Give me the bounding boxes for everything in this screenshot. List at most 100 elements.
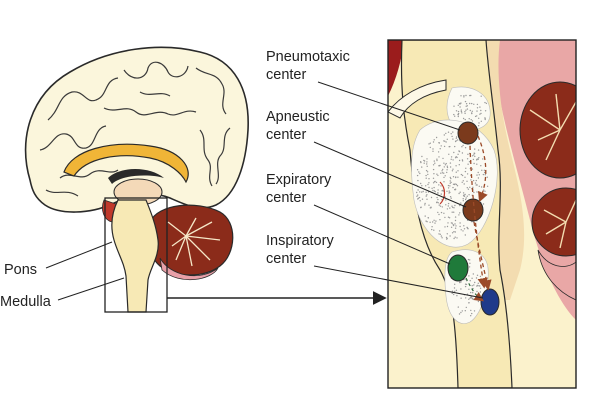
stipple-dot — [477, 177, 480, 179]
stipple-dot — [447, 205, 449, 207]
stipple-dot — [434, 162, 436, 164]
stipple-dot — [473, 152, 475, 154]
stipple-dot — [465, 103, 468, 105]
stipple-dot — [441, 206, 443, 208]
stipple-dot — [444, 164, 447, 166]
stipple-dot — [451, 292, 453, 295]
stipple-dot — [434, 191, 436, 193]
stipple-dot — [467, 258, 470, 261]
stipple-dot — [461, 181, 463, 183]
stipple-dot — [425, 191, 427, 193]
stipple-dot — [474, 155, 476, 158]
stipple-dot — [444, 140, 446, 142]
stipple-dot — [425, 195, 427, 197]
medulla-leader — [57, 277, 125, 301]
stipple-dot — [461, 310, 463, 312]
stipple-dot — [454, 231, 456, 233]
stipple-dot — [480, 109, 482, 112]
stipple-dot — [451, 211, 453, 213]
stipple-dot — [476, 103, 479, 106]
stipple-dot — [484, 190, 486, 192]
stipple-dot — [432, 164, 435, 166]
svg-text:center: center — [266, 190, 306, 206]
stipple-dot — [471, 120, 474, 122]
stipple-dot — [438, 184, 440, 186]
stipple-dot — [426, 158, 428, 160]
stipple-dot — [424, 215, 426, 217]
stipple-dot — [473, 191, 475, 194]
stipple-dot — [483, 169, 486, 171]
stipple-dot — [426, 165, 428, 167]
stipple-dot — [439, 205, 442, 207]
stipple-dot — [440, 211, 443, 214]
stipple-dot — [454, 145, 456, 148]
apneustic-center — [462, 198, 484, 222]
stipple-dot — [443, 134, 445, 136]
stipple-dot — [441, 172, 444, 174]
stipple-dot — [446, 190, 448, 192]
stipple-dot — [419, 200, 421, 202]
stipple-dot — [445, 141, 447, 143]
stipple-dot — [447, 202, 450, 205]
stipple-dot — [460, 311, 462, 314]
stipple-dot — [425, 174, 427, 177]
stipple-dot — [458, 214, 460, 216]
stipple-dot — [472, 179, 475, 182]
stipple-dot — [484, 117, 486, 120]
stipple-dot — [433, 139, 435, 141]
stipple-dot — [479, 287, 482, 289]
stipple-dot — [419, 191, 421, 193]
stipple-dot — [437, 198, 439, 201]
stipple-dot — [420, 206, 422, 209]
stipple-dot — [441, 170, 443, 172]
stipple-dot — [469, 186, 471, 188]
stipple-dot — [446, 171, 448, 174]
stipple-dot — [450, 158, 452, 160]
stipple-dot — [469, 262, 471, 264]
stipple-dot — [477, 299, 480, 301]
stipple-dot — [444, 226, 446, 228]
stipple-dot — [477, 171, 479, 174]
stipple-dot — [452, 159, 454, 161]
stipple-dot — [446, 138, 448, 140]
stipple-dot — [425, 177, 427, 179]
stipple-dot — [466, 105, 468, 107]
stipple-dot — [454, 236, 456, 238]
stipple-dot — [466, 226, 468, 229]
stipple-dot — [440, 193, 442, 195]
stipple-dot — [447, 184, 450, 187]
stipple-dot — [432, 150, 434, 152]
stipple-dot — [429, 146, 431, 149]
stipple-dot — [475, 179, 477, 182]
stipple-dot — [460, 229, 462, 231]
stipple-dot — [439, 219, 441, 221]
stipple-dot — [416, 195, 418, 197]
stipple-dot — [457, 176, 459, 178]
stipple-dot — [421, 185, 423, 187]
stipple-dot — [469, 94, 471, 97]
stipple-dot — [462, 200, 464, 202]
stipple-dot — [461, 146, 463, 148]
stipple-dot — [456, 295, 458, 297]
zoom-region-box — [104, 197, 168, 313]
inspiratory-center — [480, 288, 500, 316]
stipple-dot — [443, 162, 445, 164]
stipple-dot — [449, 145, 451, 148]
label-expiratory: Expiratory center — [266, 172, 332, 206]
stipple-dot — [465, 94, 467, 97]
stipple-dot — [452, 186, 454, 189]
stipple-dot — [438, 142, 440, 144]
stipple-dot — [465, 306, 467, 309]
stipple-dot — [417, 194, 419, 196]
stipple-dot — [427, 183, 429, 186]
stipple-dot — [476, 115, 478, 117]
stipple-dot — [464, 118, 466, 121]
label-apneustic: Apneustic center — [266, 109, 330, 143]
stipple-dot — [455, 289, 458, 291]
stipple-dot — [420, 182, 422, 185]
stipple-dot — [450, 226, 453, 228]
stipple-dot — [426, 221, 428, 223]
stipple-dot — [462, 180, 464, 182]
stipple-dot — [439, 164, 441, 167]
stipple-dot — [446, 165, 448, 167]
